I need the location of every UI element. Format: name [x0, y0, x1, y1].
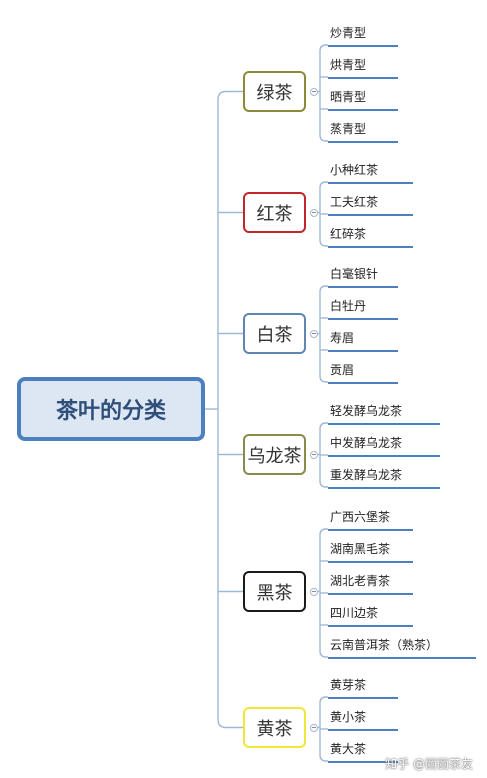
category-label: 乌龙茶: [247, 445, 302, 467]
leaf-node[interactable]: 蒸青型: [328, 118, 398, 143]
leaf-connector: [319, 285, 328, 293]
leaf-node[interactable]: 晒青型: [328, 86, 398, 111]
category-label: 绿茶: [256, 82, 293, 104]
leaf-node[interactable]: 红碎茶: [328, 223, 413, 248]
leaf-node[interactable]: 小种红茶: [328, 159, 413, 184]
category-label: 红茶: [256, 203, 293, 225]
leaf-node[interactable]: 炒青型: [328, 22, 398, 47]
leaf-connector: [319, 44, 328, 52]
leaf-connector: [319, 134, 328, 142]
leaf-node[interactable]: 烘青型: [328, 54, 398, 79]
leaf-node[interactable]: 黄小茶: [328, 706, 398, 731]
leaf-node[interactable]: 贡眉: [328, 359, 398, 384]
collapse-toggle-icon[interactable]: [310, 723, 318, 732]
collapse-toggle-icon[interactable]: [310, 87, 318, 96]
collapse-toggle-icon[interactable]: [310, 208, 318, 217]
leaf-node[interactable]: 四川边茶: [328, 602, 413, 627]
leaf-node[interactable]: 湖南黑毛茶: [328, 538, 413, 563]
leaf-node[interactable]: 寿眉: [328, 327, 398, 352]
leaf-node[interactable]: 中发酵乌龙茶: [328, 432, 440, 457]
category-label: 白茶: [256, 324, 293, 346]
collapse-toggle-icon[interactable]: [310, 450, 318, 459]
leaf-node[interactable]: 工夫红茶: [328, 191, 413, 216]
category-node[interactable]: 黄茶: [243, 707, 306, 748]
leaf-node[interactable]: 黄大茶: [328, 738, 398, 763]
category-label: 黑茶: [256, 582, 293, 604]
category-node[interactable]: 白茶: [243, 313, 306, 354]
category-node[interactable]: 黑茶: [243, 571, 306, 612]
branch-line: [217, 719, 243, 729]
leaf-node[interactable]: 白牡丹: [328, 295, 398, 320]
category-node[interactable]: 乌龙茶: [243, 434, 306, 475]
leaf-node[interactable]: 湖北老青茶: [328, 570, 413, 595]
leaf-connector: [319, 375, 328, 383]
leaf-node[interactable]: 重发酵乌龙茶: [328, 464, 440, 489]
category-label: 黄茶: [256, 718, 293, 740]
root-label: 茶叶的分类: [55, 399, 166, 424]
leaf-node[interactable]: 云南普洱茶（熟茶）: [328, 634, 476, 659]
collapse-toggle-icon[interactable]: [310, 587, 318, 596]
branch-line: [217, 90, 243, 100]
category-node[interactable]: 绿茶: [243, 71, 306, 112]
leaf-node[interactable]: 广西六堡茶: [328, 506, 413, 531]
leaf-connector: [319, 528, 328, 536]
leaf-connector: [319, 181, 328, 189]
leaf-connector: [319, 696, 328, 704]
watermark: 知乎 @丽丽茶友: [385, 757, 473, 771]
leaf-node[interactable]: 轻发酵乌龙茶: [328, 400, 440, 425]
category-node[interactable]: 红茶: [243, 192, 306, 233]
leaf-connector: [319, 239, 328, 247]
leaf-connector: [319, 422, 328, 430]
leaf-connector: [319, 754, 328, 762]
leaf-node[interactable]: 黄芽茶: [328, 674, 398, 699]
leaf-node[interactable]: 白毫银针: [328, 263, 398, 288]
root-node[interactable]: 茶叶的分类: [17, 377, 205, 441]
leaf-connector: [319, 650, 328, 658]
leaf-connector: [319, 480, 328, 488]
collapse-toggle-icon[interactable]: [310, 329, 318, 338]
